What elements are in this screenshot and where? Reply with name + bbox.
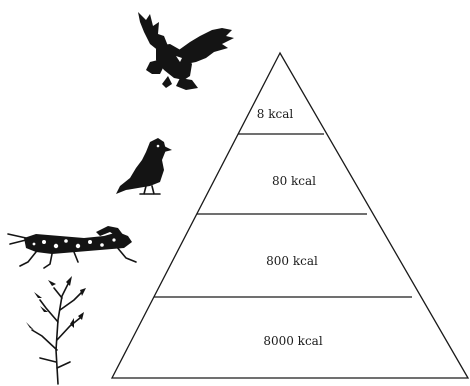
pyramid-outline (112, 53, 468, 378)
plant-icon (26, 276, 86, 384)
pyramid (112, 53, 468, 378)
level-label-third: 800 kcal (266, 254, 318, 268)
level-label-second: 80 kcal (272, 174, 316, 188)
grasshopper-icon (8, 226, 136, 268)
eagle-icon (138, 12, 234, 90)
level-label-top: 8 kcal (257, 107, 294, 121)
bird-icon (116, 138, 172, 194)
level-label-base: 8000 kcal (263, 334, 323, 348)
